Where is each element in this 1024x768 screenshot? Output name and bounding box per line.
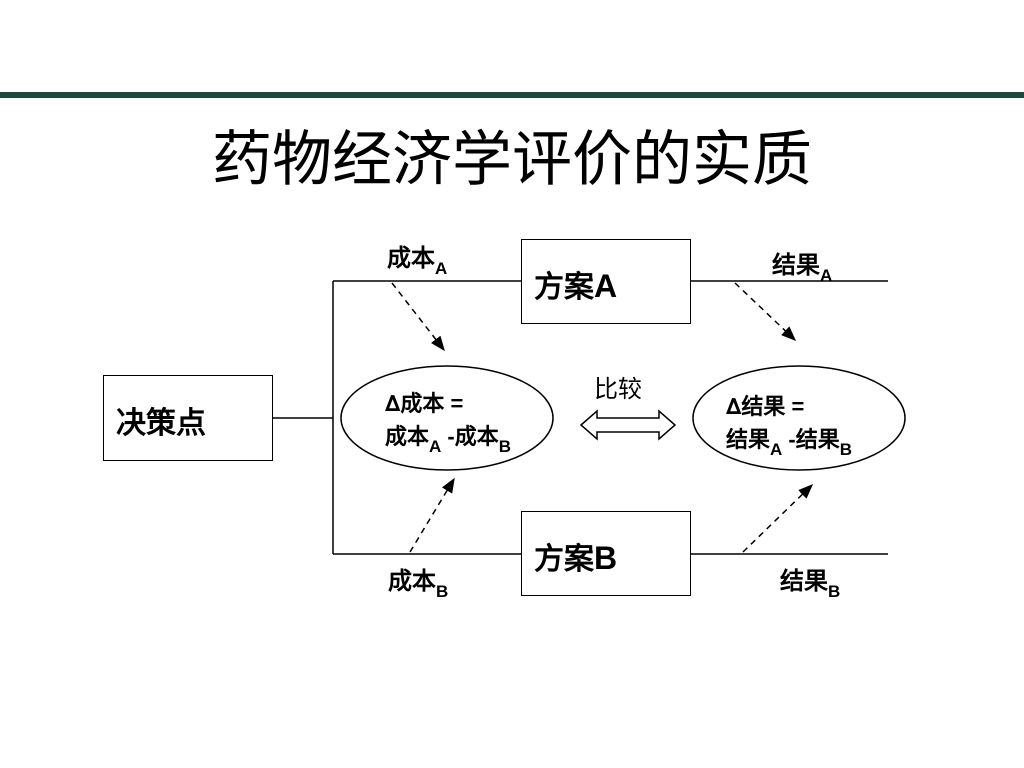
option-a-label: 方案A	[534, 268, 618, 305]
option-a-box: 方案A	[521, 239, 691, 324]
top-rule	[0, 92, 1024, 98]
decision-point-label: 决策点	[116, 406, 206, 441]
cost-b-label: 成本B	[388, 567, 449, 601]
delta-cost-ellipse	[340, 365, 554, 471]
arrow-cost-b	[409, 477, 455, 553]
delta-result-line1: ∆结果 =	[726, 394, 805, 420]
delta-cost-line2: 成本A -成本B	[385, 424, 512, 456]
compare-double-arrow	[579, 409, 677, 441]
delta-cost-line1: ∆成本 =	[385, 391, 464, 417]
result-b-label: 结果B	[780, 567, 841, 601]
delta-result-line2: 结果A -结果B	[726, 427, 853, 459]
slide-title: 药物经济学评价的实质	[212, 125, 812, 195]
delta-cost-formula: ∆成本 = 成本A -成本B	[385, 388, 512, 456]
option-b-box: 方案B	[521, 511, 691, 596]
arrow-result-a	[734, 282, 797, 342]
result-a-label: 结果A	[772, 251, 833, 285]
option-b-label: 方案B	[534, 540, 618, 577]
cost-a-label: 成本A	[387, 244, 448, 278]
arrow-cost-a	[391, 282, 445, 352]
arrow-result-b	[742, 483, 814, 553]
delta-result-formula: ∆结果 = 结果A -结果B	[726, 391, 853, 459]
decision-point-box: 决策点	[103, 375, 273, 461]
delta-result-ellipse	[692, 365, 906, 471]
compare-label: 比较	[594, 375, 642, 403]
